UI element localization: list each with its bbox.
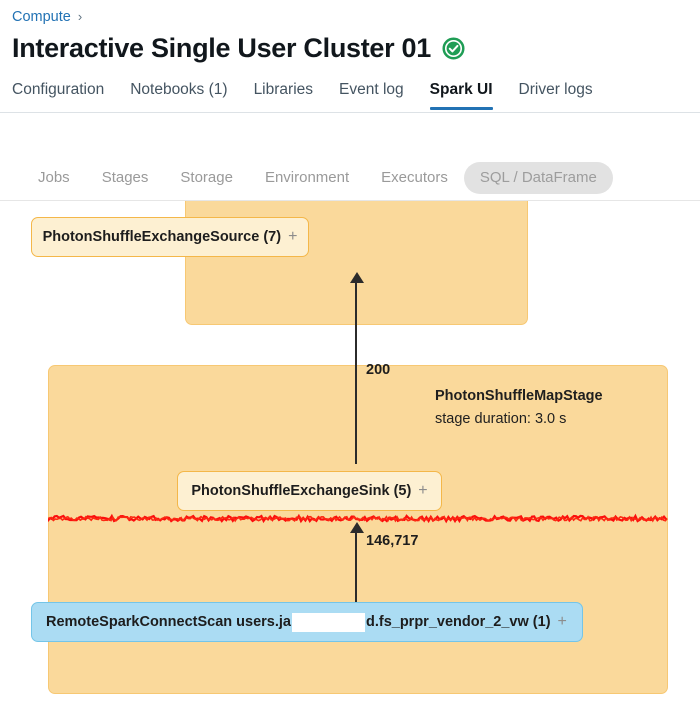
- node-photon-shuffle-exchange-source[interactable]: PhotonShuffleExchangeSource (7) +: [31, 217, 309, 257]
- node-source-label: PhotonShuffleExchangeSource (7): [42, 229, 282, 245]
- tab-libraries[interactable]: Libraries: [253, 81, 314, 98]
- redacted-block: [291, 612, 365, 632]
- breadcrumb: Compute ›: [12, 8, 82, 26]
- edge-146717-arrowhead-icon: [350, 522, 364, 533]
- tab-spark-ui[interactable]: Spark UI: [417, 80, 506, 110]
- spark-subnav: Jobs Stages Storage Environment Executor…: [0, 155, 700, 201]
- edge-146717-label: 146,717: [366, 533, 419, 549]
- subnav-item-storage[interactable]: Storage: [180, 168, 233, 186]
- subnav-item-sql-dataframe[interactable]: SQL / DataFrame: [463, 161, 613, 194]
- cluster-tabs: Configuration Notebooks (1) Libraries Ev…: [0, 80, 700, 113]
- node-photon-shuffle-exchange-sink[interactable]: PhotonShuffleExchangeSink (5) +: [177, 471, 442, 511]
- tab-event-log[interactable]: Event log: [339, 81, 404, 98]
- breadcrumb-separator-icon: ›: [77, 9, 83, 24]
- page-title-row: Interactive Single User Cluster 01: [12, 31, 465, 65]
- subnav-item-jobs[interactable]: Jobs: [38, 168, 70, 186]
- tab-notebooks[interactable]: Notebooks (1): [130, 81, 228, 98]
- node-scan-expand-icon[interactable]: +: [557, 613, 567, 630]
- tab-driver-logs[interactable]: Driver logs: [518, 81, 593, 98]
- subnav-item-executors[interactable]: Executors: [381, 168, 448, 186]
- sql-dag-canvas[interactable]: PhotonShuffleMapStage stage duration: 3.…: [0, 195, 700, 714]
- node-remote-spark-connect-scan[interactable]: RemoteSparkConnectScan users.ja d.fs_prpr…: [31, 602, 583, 642]
- edge-200-arrowhead-icon: [350, 272, 364, 283]
- node-sink-label: PhotonShuffleExchangeSink (5): [191, 483, 412, 499]
- node-sink-expand-icon[interactable]: +: [418, 482, 428, 499]
- tab-configuration[interactable]: Configuration: [12, 81, 105, 98]
- edge-200-line: [355, 282, 357, 464]
- tabs-divider: [0, 112, 700, 113]
- breadcrumb-link-compute[interactable]: Compute: [12, 9, 71, 25]
- stage-name-label: PhotonShuffleMapStage: [435, 388, 603, 404]
- subnav-item-stages[interactable]: Stages: [101, 168, 149, 186]
- page-title: Interactive Single User Cluster 01: [12, 33, 431, 63]
- edge-200-label: 200: [366, 362, 391, 378]
- node-source-expand-icon[interactable]: +: [288, 228, 298, 245]
- node-scan-label-prefix: RemoteSparkConnectScan users.ja: [46, 614, 291, 630]
- circle-check-icon: [442, 36, 465, 60]
- node-scan-label-suffix: d.fs_prpr_vendor_2_vw (1): [365, 614, 551, 630]
- stage-duration-label: stage duration: 3.0 s: [435, 411, 567, 427]
- subnav-item-environment[interactable]: Environment: [264, 168, 350, 186]
- edge-146717-line: [355, 532, 357, 615]
- stage-meta-lower: PhotonShuffleMapStage stage duration: 3.…: [435, 387, 603, 429]
